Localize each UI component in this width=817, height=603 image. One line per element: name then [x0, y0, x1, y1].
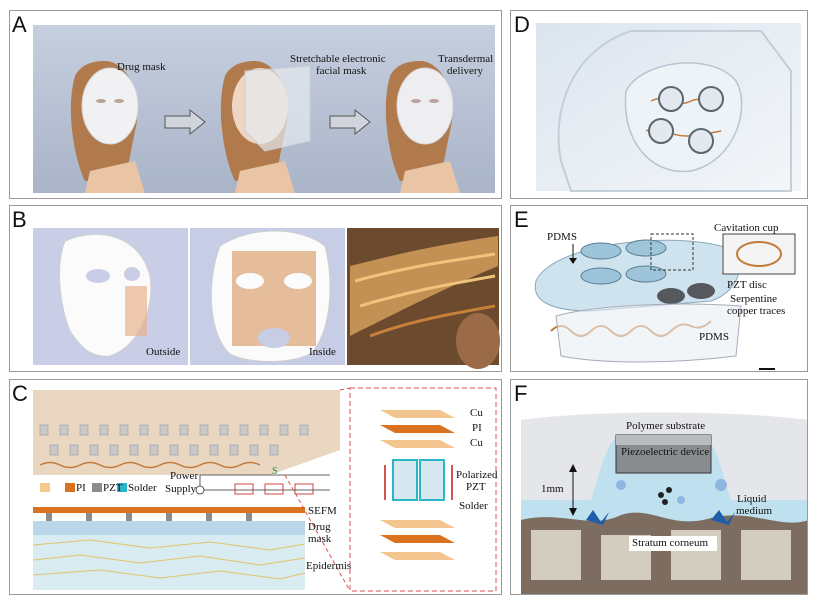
- label-s: S: [272, 466, 278, 477]
- panel-a-letter: A: [12, 12, 27, 37]
- panel-c-illustration: [32, 387, 497, 592]
- legend-pi: PI: [76, 482, 86, 494]
- panel-d: D: [510, 10, 808, 199]
- label-td-2: delivery: [447, 65, 484, 77]
- stack-cu-mid: Cu: [470, 437, 483, 449]
- panel-b-letter: B: [12, 207, 27, 232]
- stack-pol-1: Polarized: [456, 469, 498, 481]
- label-power-1: Power: [170, 470, 199, 482]
- label-cavitation-cup: Cavitation cup: [714, 222, 779, 234]
- panel-f-letter: F: [514, 381, 528, 406]
- panel-b-illustration: [33, 228, 500, 369]
- label-drug-2: mask: [308, 533, 332, 545]
- label-serp-2: copper traces: [727, 305, 786, 317]
- mask-outside: [59, 233, 152, 357]
- panel-b: B Outside Inside: [9, 205, 502, 372]
- face-with-drug-mask: [70, 61, 145, 193]
- panel-f-illustration: [521, 412, 807, 594]
- label-sefm: SEFM: [308, 505, 337, 517]
- label-epidermis: Epidermis: [306, 560, 352, 572]
- label-drug-mask: Drug mask: [117, 61, 166, 73]
- panel-d-photo: [536, 23, 801, 192]
- panel-c: C: [9, 379, 502, 595]
- label-sefm-1: Stretchable electronic: [290, 53, 386, 65]
- arrow-right-icon: [164, 108, 206, 136]
- stack-pol-2: PZT: [466, 481, 486, 493]
- label-polymer: Polymer substrate: [626, 420, 706, 432]
- arrow-right-icon: [329, 108, 371, 136]
- label-1mm: 1mm: [541, 483, 564, 495]
- panel-a: A: [9, 10, 502, 199]
- label-outside: Outside: [146, 346, 181, 358]
- label-pdms-top: PDMS: [547, 231, 577, 243]
- face-transdermal-delivery: [385, 61, 460, 193]
- label-sefm-2: facial mask: [316, 65, 367, 77]
- face-with-electronic-mask: [220, 61, 311, 193]
- label-stratum: Stratum corneum: [632, 537, 709, 549]
- stack-solder: Solder: [459, 500, 488, 512]
- label-td-1: Transdermal: [438, 53, 494, 65]
- legend-pzt: PZT: [103, 482, 123, 494]
- label-drug-1: Drug: [308, 521, 331, 533]
- label-power-2: Supply: [165, 483, 197, 495]
- stack-cu-top: Cu: [470, 407, 483, 419]
- label-piezo: Piezoelectric device: [621, 446, 710, 458]
- panel-d-letter: D: [514, 12, 530, 37]
- label-pdms-bottom: PDMS: [699, 331, 729, 343]
- photo-stretched-circuit: [350, 236, 500, 369]
- label-liquid-1: Liquid: [737, 493, 767, 505]
- panel-e: E PDMS Cavitation cup PZT disc Serpentin…: [510, 205, 808, 372]
- label-serp-1: Serpentine: [730, 293, 778, 305]
- panel-f: F Polymer substrate Piezoelectric device…: [510, 379, 808, 595]
- label-liquid-2: medium: [736, 505, 773, 517]
- legend-solder: Solder: [128, 482, 157, 494]
- panel-e-illustration: [534, 233, 796, 370]
- stack-pi: PI: [472, 422, 482, 434]
- label-pzt-disc: PZT disc: [727, 279, 767, 291]
- label-inside: Inside: [309, 346, 336, 358]
- panel-c-letter: C: [12, 381, 28, 406]
- panel-e-letter: E: [514, 207, 529, 232]
- panel-a-illustration: [33, 25, 495, 193]
- mask-inside: [210, 230, 331, 362]
